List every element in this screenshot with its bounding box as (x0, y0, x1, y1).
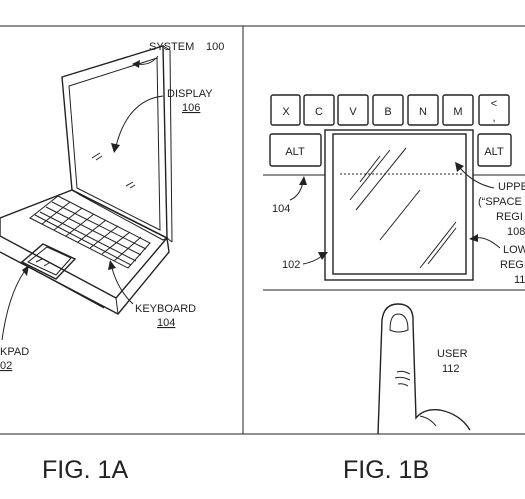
lower-region-line3: 11 (514, 274, 525, 286)
key-n (407, 94, 439, 126)
touchpad-ref-1b-leader (302, 255, 323, 265)
keyboard-leader (111, 267, 134, 305)
upper-region-line2: (“SPACE (478, 196, 522, 208)
spacebar-touchpad-inner (332, 133, 467, 275)
panel-frames (0, 25, 525, 435)
system-ref: 100 (206, 41, 224, 53)
fig-1a-caption: FIG. 1A (42, 456, 128, 484)
key-alt-left (269, 133, 322, 167)
laptop-drawing (0, 45, 173, 315)
upper-region-line1: UPPE (498, 181, 525, 193)
touchpad-arrowhead (22, 265, 29, 276)
upper-region-line4: 108 (507, 226, 525, 238)
lower-region-arrowhead (469, 234, 478, 242)
keyboard-label: KEYBOARD (135, 303, 196, 315)
user-label: USER (437, 348, 468, 360)
key-v-label: V (349, 106, 357, 118)
key-x (270, 94, 301, 126)
display-label: DISPLAY (167, 88, 213, 100)
key-comma-label: , (492, 112, 495, 124)
user-ref: 112 (442, 363, 460, 375)
display-leader (115, 95, 164, 147)
key-alt-right (477, 133, 512, 167)
key-less-than (478, 94, 510, 126)
keyboard-ref-1b-arrowhead (299, 176, 307, 185)
touchpad-ref-1b-arrowhead (318, 252, 328, 260)
upper-region-leader (459, 167, 495, 189)
key-c (303, 94, 335, 126)
lower-region-line1: LOW (503, 244, 525, 256)
key-x-label: X (282, 106, 290, 118)
upper-region-line3: REGI (496, 211, 523, 223)
key-row: X C V B N M < , (270, 94, 510, 126)
system-arrowhead (132, 60, 140, 68)
keyboard-ref: 104 (157, 317, 175, 329)
laptop-touchpad (20, 243, 77, 280)
key-alt-left-label: ALT (285, 146, 305, 158)
system-label: SYSTEM (149, 41, 194, 53)
key-alt-right-label: ALT (484, 146, 504, 158)
display-arrowhead (111, 143, 120, 153)
key-c-label: C (315, 106, 323, 118)
laptop-keyboard (29, 195, 151, 269)
key-b (372, 94, 404, 126)
keyboard-ref-1b: 104 (272, 203, 290, 215)
touchpad-ref: 02 (0, 360, 12, 372)
touchpad-leader (1, 271, 25, 341)
key-less-than-label: < (491, 98, 497, 110)
spacebar-touchpad-outer (324, 129, 474, 281)
key-n-label: N (419, 106, 427, 118)
key-m-label: M (453, 106, 462, 118)
touchpad-ref-1b: 102 (282, 259, 300, 271)
user-finger (377, 303, 471, 435)
display-ref: 106 (182, 102, 200, 114)
key-m (442, 94, 474, 126)
fig-1b-caption: FIG. 1B (343, 456, 429, 484)
key-v (337, 94, 369, 126)
upper-region-arrowhead (455, 162, 464, 172)
key-b-label: B (384, 106, 391, 118)
touchpad-reflections (349, 147, 457, 269)
keyboard-arrowhead (108, 260, 116, 270)
lower-region-leader (475, 237, 501, 249)
lower-region-line2: REGI (500, 259, 525, 271)
touchpad-label: KPAD (0, 346, 29, 358)
system-leader (137, 55, 159, 65)
